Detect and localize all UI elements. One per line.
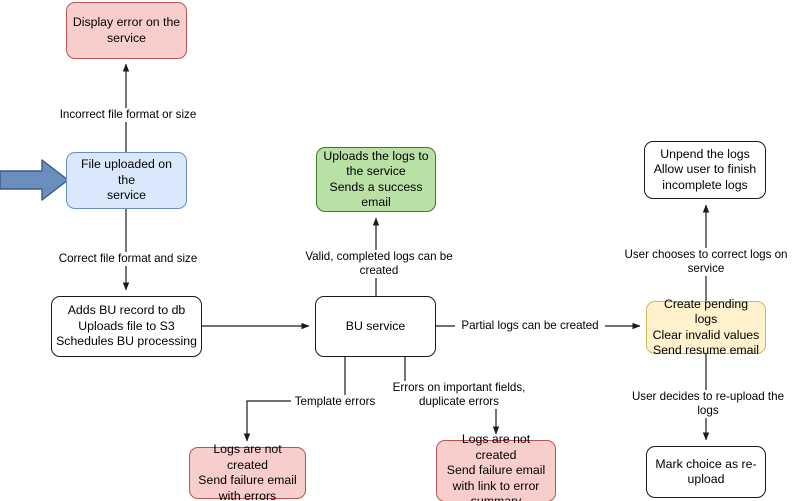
- node-create-pending-logs[interactable]: Create pending logs Clear invalid values…: [646, 297, 766, 357]
- node-logs-not-created-template[interactable]: Logs are not created Send failure email …: [189, 442, 306, 501]
- edge-label-partial-logs: Partial logs can be created: [455, 319, 605, 333]
- node-uploads-logs[interactable]: Uploads the logs to the service Sends a …: [316, 147, 436, 212]
- node-unpend-logs[interactable]: Unpend the logs Allow user to finish inc…: [644, 141, 766, 199]
- edge-label-correct-format: Correct file format and size: [54, 252, 202, 266]
- node-logs-not-created-summary[interactable]: Logs are not created Send failure email …: [436, 432, 556, 501]
- node-mark-reupload[interactable]: Mark choice as re- upload: [646, 446, 766, 498]
- edge-label-incorrect-format: Incorrect file format or size: [53, 108, 203, 122]
- node-adds-bu-record[interactable]: Adds BU record to db Uploads file to S3 …: [51, 296, 202, 357]
- node-bu-service[interactable]: BU service: [315, 296, 436, 357]
- node-display-error[interactable]: Display error on the service: [66, 2, 187, 59]
- edge-label-template-errors: Template errors: [291, 395, 379, 409]
- entry-arrow-icon: [0, 159, 69, 201]
- edge-label-important-errors: Errors on important fields, duplicate er…: [390, 381, 528, 409]
- edge-label-user-corrects: User chooses to correct logs on service: [607, 248, 801, 276]
- edge-label-user-reuploads: User decides to re-upload the logs: [620, 390, 796, 418]
- edge-label-valid-logs: Valid, completed logs can be created: [283, 250, 475, 278]
- node-file-uploaded[interactable]: File uploaded on the service: [66, 152, 187, 209]
